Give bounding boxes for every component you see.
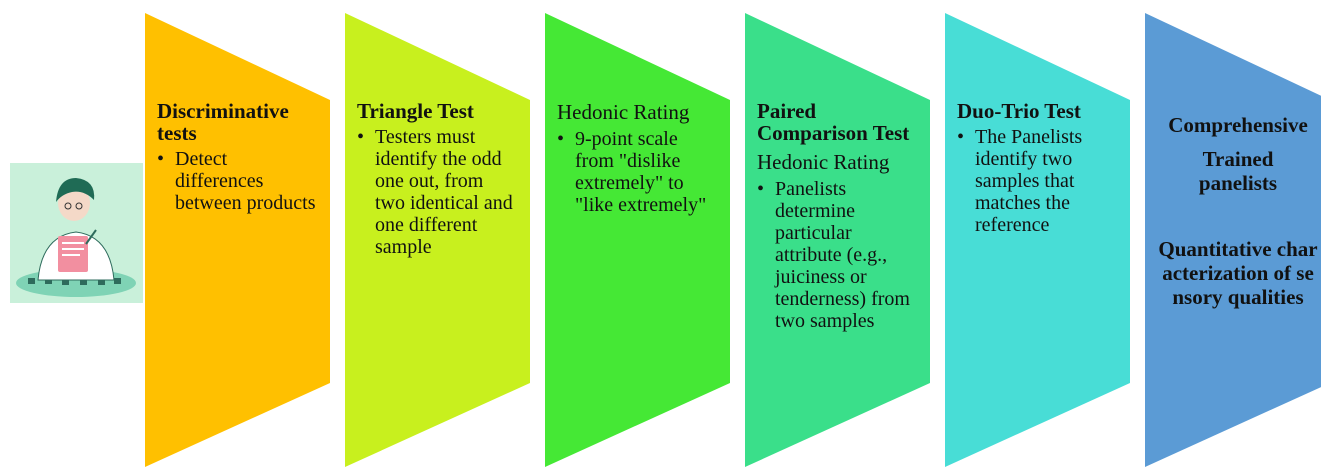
stage-line: Quantitative characterization of sensory…	[1158, 237, 1318, 309]
chevron-discriminative	[145, 13, 330, 467]
stage-bullets: The Panelists identify two samples that …	[957, 126, 1117, 236]
stage-hedonic-rating: Hedonic Rating 9-point scale from "disli…	[557, 100, 717, 216]
stage-bullets: Testers must identify the odd one out, f…	[357, 126, 517, 258]
stage-paired-comparison: Paired Comparison Test Hedonic Rating Pa…	[757, 100, 917, 332]
stage-subtitle: Hedonic Rating	[557, 100, 690, 124]
stage-bullets: Panelists determine particular attribute…	[757, 178, 917, 332]
stage-bullet: Panelists determine particular attribute…	[757, 178, 917, 332]
stage-bullet: Detect differences between products	[157, 148, 317, 214]
chevron-duo-trio	[945, 13, 1130, 467]
stage-bullet: 9-point scale from "dislike extremely" t…	[557, 128, 717, 216]
stage-line: Trained panelists	[1198, 147, 1278, 195]
sensory-tester-icon	[10, 163, 143, 303]
stage-bullet: The Panelists identify two samples that …	[957, 126, 1117, 236]
stage-title: Discriminative tests	[157, 99, 289, 145]
stage-title: Paired Comparison Test	[757, 99, 910, 145]
stage-title: Comprehensive	[1168, 113, 1308, 137]
stage-bullets: 9-point scale from "dislike extremely" t…	[557, 128, 717, 216]
stage-bullet: Testers must identify the odd one out, f…	[357, 126, 517, 258]
stage-bullets: Detect differences between products	[157, 148, 317, 214]
stage-subtitle: Hedonic Rating	[757, 150, 890, 174]
stage-triangle-test: Triangle Test Testers must identify the …	[357, 100, 517, 258]
stage-title: Triangle Test	[357, 99, 474, 123]
chevron-comprehensive	[1145, 13, 1321, 467]
stage-duo-trio: Duo-Trio Test The Panelists identify two…	[957, 100, 1117, 236]
stage-discriminative: Discriminative tests Detect differences …	[157, 100, 317, 214]
stage-comprehensive: Comprehensive Trained panelists Quantita…	[1155, 113, 1321, 309]
chevron-hedonic-rating	[545, 13, 730, 467]
stage-title: Duo-Trio Test	[957, 99, 1081, 123]
